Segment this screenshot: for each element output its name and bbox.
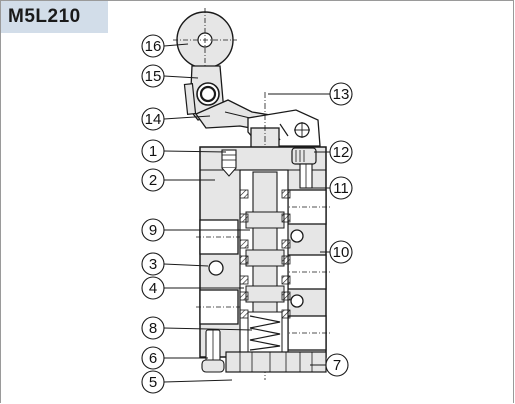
svg-text:5: 5 bbox=[149, 374, 157, 391]
callout-4: 4 bbox=[141, 276, 165, 300]
callout-6: 6 bbox=[141, 346, 165, 370]
callout-11: 11 bbox=[329, 176, 353, 200]
return-spring bbox=[247, 311, 283, 353]
svg-text:2: 2 bbox=[149, 172, 157, 189]
leader-lines bbox=[163, 43, 330, 383]
roller-wheel bbox=[173, 8, 237, 72]
callout-16: 16 bbox=[141, 34, 165, 58]
svg-text:12: 12 bbox=[333, 144, 350, 161]
svg-text:9: 9 bbox=[149, 222, 157, 239]
svg-text:7: 7 bbox=[333, 357, 341, 374]
callout-12: 12 bbox=[329, 140, 353, 164]
svg-text:1: 1 bbox=[149, 143, 157, 160]
svg-text:10: 10 bbox=[333, 244, 350, 261]
callout-7: 7 bbox=[325, 353, 349, 377]
svg-text:16: 16 bbox=[145, 38, 162, 55]
callout-3: 3 bbox=[141, 252, 165, 276]
callout-13: 13 bbox=[329, 82, 353, 106]
svg-text:6: 6 bbox=[149, 350, 157, 367]
bottom-screw bbox=[201, 329, 225, 373]
callout-14: 14 bbox=[141, 107, 165, 131]
callout-9: 9 bbox=[141, 218, 165, 242]
callout-10: 10 bbox=[329, 240, 353, 264]
svg-text:14: 14 bbox=[145, 111, 162, 128]
svg-text:15: 15 bbox=[145, 68, 162, 85]
callout-2: 2 bbox=[141, 168, 165, 192]
callout-5: 5 bbox=[141, 370, 165, 394]
callout-15: 15 bbox=[141, 64, 165, 88]
svg-text:11: 11 bbox=[333, 180, 349, 197]
callout-1: 1 bbox=[141, 139, 165, 163]
lever-bracket bbox=[183, 65, 225, 121]
base-plate bbox=[225, 351, 327, 373]
side-screw bbox=[291, 147, 317, 189]
callout-8: 8 bbox=[141, 316, 165, 340]
model-label: M5L210 bbox=[1, 1, 108, 33]
svg-text:3: 3 bbox=[149, 256, 157, 273]
svg-text:4: 4 bbox=[149, 280, 157, 297]
svg-text:13: 13 bbox=[333, 86, 350, 103]
svg-text:8: 8 bbox=[149, 320, 157, 337]
